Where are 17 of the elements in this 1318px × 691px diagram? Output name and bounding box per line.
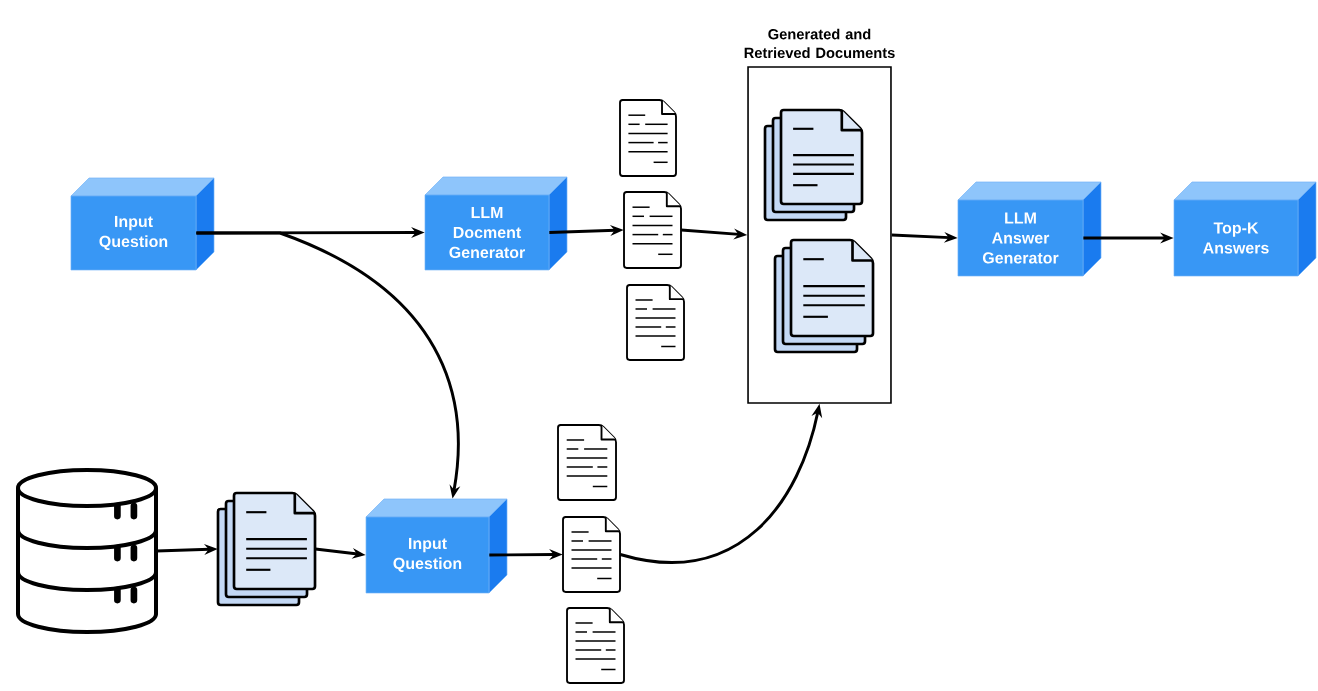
document-frame: Generated and Retrieved Documents xyxy=(744,28,895,404)
process-cube: Input Question xyxy=(365,498,508,594)
process-cube: Input Question xyxy=(70,177,215,271)
process-cube: Top-K Answers xyxy=(1173,181,1317,277)
process-cube: LLM Answer Generator xyxy=(957,181,1102,277)
document-icon xyxy=(619,99,677,177)
document-icon xyxy=(557,424,617,501)
database-icon xyxy=(16,468,158,634)
document-icon xyxy=(562,516,621,593)
document-icon xyxy=(623,191,682,269)
document-icon xyxy=(626,284,685,361)
document-icon xyxy=(566,607,625,684)
document-stack-icon xyxy=(763,108,864,222)
process-cube: LLM Docment Generator xyxy=(424,176,568,271)
node-label: Generated and Retrieved Documents xyxy=(744,28,895,59)
document-stack-icon xyxy=(216,491,317,607)
document-stack-icon xyxy=(773,238,875,354)
